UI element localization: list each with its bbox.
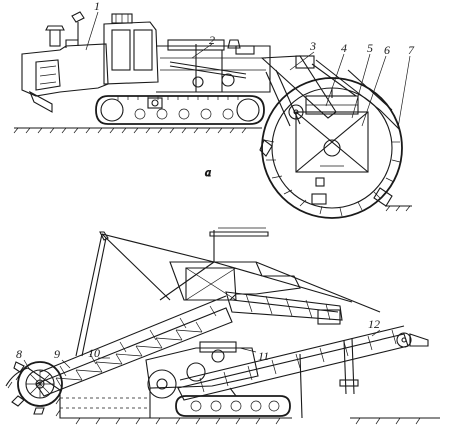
bottom-machine — [5, 227, 440, 425]
top-machine: a — [13, 11, 412, 219]
top-ground — [13, 127, 412, 212]
counter-boom — [225, 291, 343, 325]
digging-boom — [35, 295, 233, 397]
label-2: 2 — [209, 33, 215, 47]
bucket-wheel — [11, 361, 63, 415]
bottom-leaders — [23, 329, 381, 371]
bottom-ground — [5, 367, 440, 425]
label-8: 8 — [16, 347, 22, 361]
label-1: 1 — [94, 0, 100, 13]
trench-wheel — [259, 77, 403, 219]
label-9: 9 — [54, 347, 60, 361]
label-4: 4 — [341, 41, 347, 55]
bottom-base — [145, 341, 291, 418]
label-7: 7 — [408, 43, 414, 57]
label-10: 10 — [88, 346, 100, 360]
discharge-conveyor — [177, 325, 429, 419]
top-caption: a — [205, 165, 211, 179]
label-12: 12 — [368, 317, 380, 331]
top-track — [95, 95, 265, 125]
label-11: 11 — [258, 349, 270, 363]
label-3: 3 — [310, 39, 316, 53]
label-5: 5 — [367, 41, 373, 55]
label-6: 6 — [384, 43, 390, 57]
top-leaders — [85, 11, 411, 129]
